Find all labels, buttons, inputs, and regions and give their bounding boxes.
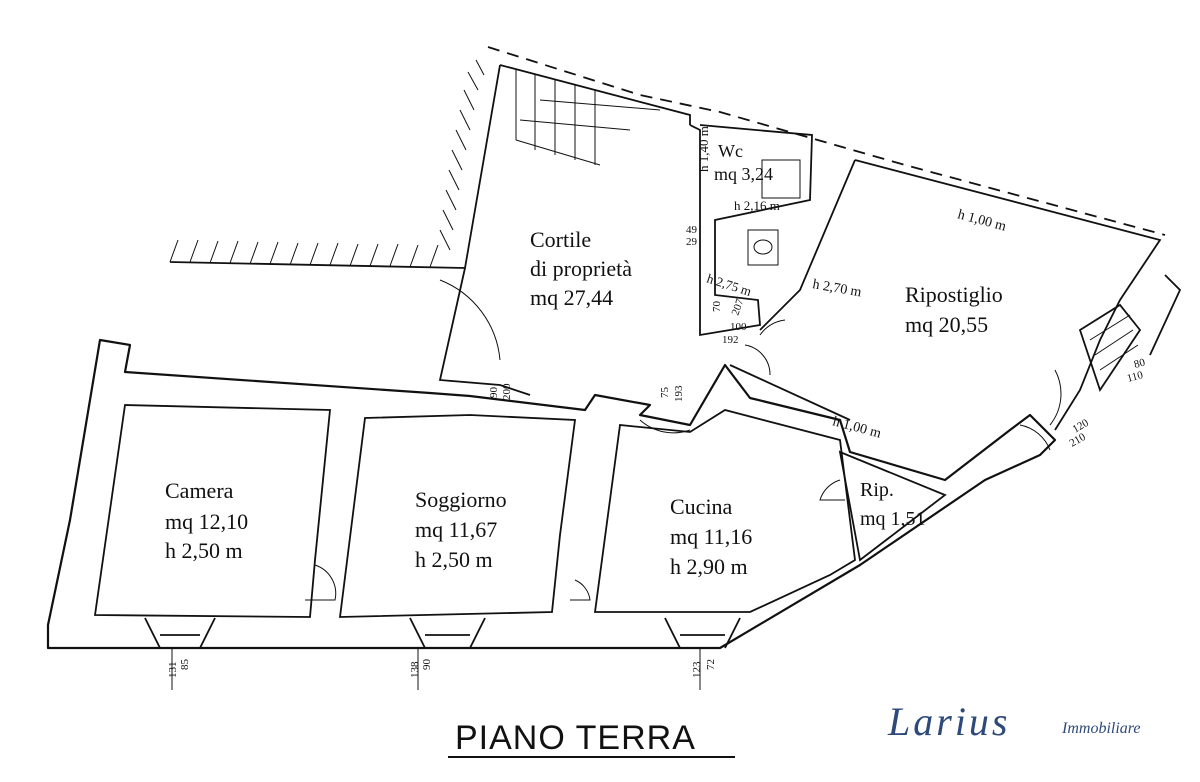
dim-85: 85 [179, 659, 191, 671]
rip-area: mq 1,51 [860, 508, 926, 530]
wc-area: mq 3,24 [714, 164, 773, 184]
cortile-line2: di proprietà [530, 256, 632, 281]
dim-110: 110 [1126, 369, 1145, 385]
wc-fixtures [747, 159, 801, 266]
dim-131: 131 [167, 662, 179, 679]
brand-subtitle: Immobiliare [1061, 720, 1141, 737]
cucina-height: h 2,90 m [670, 554, 748, 579]
soggiorno-name: Soggiorno [415, 487, 507, 512]
ripostiglio-mid-height: h 2,70 m [811, 277, 862, 300]
bottom-wing-walls [46, 338, 1057, 650]
property-boundary-top [487, 46, 1166, 236]
hatched-wall [169, 59, 501, 269]
window-wells [144, 617, 741, 690]
dim-192: 192 [722, 334, 739, 346]
dim-207: 207 [730, 297, 747, 317]
dim-100: 100 [730, 321, 747, 333]
wc-name: Wc [718, 141, 743, 161]
dim-72: 72 [705, 659, 717, 670]
dim-193: 193 [673, 385, 685, 402]
upper-wing-walls [438, 124, 1182, 431]
rip-name: Rip. [860, 479, 894, 501]
brand-name: Larius [887, 699, 1011, 744]
wc-top-height: h 1,40 m [696, 126, 711, 172]
camera-height: h 2,50 m [165, 538, 243, 563]
ripostiglio-top-height: h 1,00 m [956, 207, 1008, 234]
soggiorno-area: mq 11,67 [415, 517, 497, 542]
ripostiglio-name: Ripostiglio [905, 282, 1003, 307]
dim-29: 29 [686, 236, 698, 248]
dim-123: 123 [691, 661, 703, 678]
dim-75: 75 [659, 387, 671, 399]
plan-title: PIANO TERRA [455, 719, 696, 757]
door-swings [305, 279, 1062, 601]
dim-90-window: 90 [421, 659, 433, 671]
dim-70: 70 [711, 301, 723, 313]
wc-side-height: h 2,75 m [705, 271, 753, 299]
dim-210: 210 [1068, 431, 1089, 450]
stairs [499, 64, 691, 166]
dim-90-door: 90 [488, 387, 500, 399]
cucina-area: mq 11,16 [670, 524, 752, 549]
ripostiglio-area: mq 20,55 [905, 312, 988, 337]
camera-area: mq 12,10 [165, 509, 248, 534]
cortile-name: Cortile [530, 227, 591, 252]
cucina-name: Cucina [670, 494, 733, 519]
dim-49: 49 [686, 224, 698, 236]
camera-name: Camera [165, 478, 234, 503]
dim-80: 80 [1133, 356, 1147, 371]
soggiorno-height: h 2,50 m [415, 547, 493, 572]
dim-138: 138 [409, 661, 421, 678]
wc-bottom-height: h 2,16 m [734, 198, 780, 213]
cortile-area: mq 27,44 [530, 285, 613, 310]
dim-200: 200 [501, 383, 513, 400]
